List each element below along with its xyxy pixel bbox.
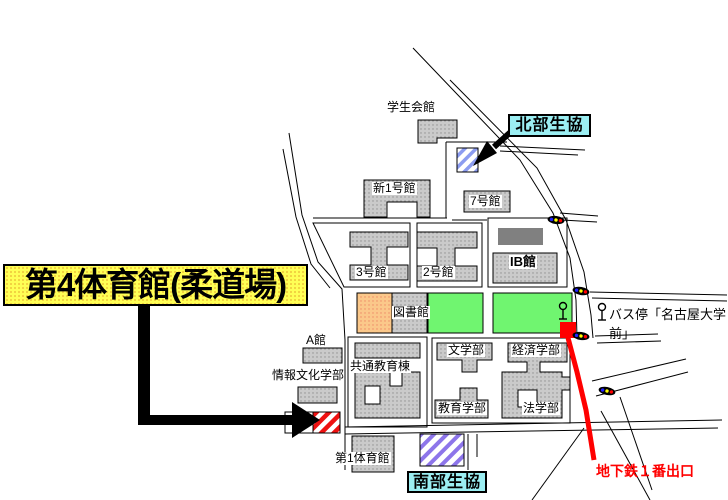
building-kyotsu-kyoiku-lower — [354, 371, 421, 419]
subway-exit-marker — [560, 322, 576, 338]
target-title-label: 第4体育館(柔道場) — [3, 264, 308, 306]
label-no3-kan: 3号館 — [355, 265, 388, 280]
building-south-coop — [419, 433, 465, 467]
building-kyotsu-kyoiku-top — [354, 342, 421, 359]
label-gakusei-kaikan: 学生会館 — [387, 100, 436, 114]
building-dai4-taiikukan-judo — [312, 411, 341, 434]
label-ib-kan: IB館 — [509, 254, 538, 270]
bus-stop-label: バス停「名古屋大学前」 — [609, 307, 727, 341]
building-green-west — [427, 292, 484, 334]
traffic-light-icon — [598, 386, 616, 396]
subway-exit-label: 地下鉄１番出口 — [596, 463, 694, 479]
target-pointer-arrow — [138, 303, 320, 438]
subway-exit-line — [564, 333, 597, 461]
bus-stop-sign-icon — [558, 301, 568, 320]
bus-stop-sign-icon — [597, 302, 607, 321]
label-no2-kan: 2号館 — [422, 265, 455, 280]
label-toshokan: 図書館 — [392, 305, 431, 320]
label-shin-1go-kan: 新1号館 — [372, 181, 417, 196]
traffic-light-icon — [572, 286, 590, 296]
building-toshokan-orange — [356, 292, 393, 334]
label-kyotsu-kyoiku: 共通教育棟 — [349, 359, 412, 374]
building-a-kan — [302, 347, 343, 364]
label-no7-kan: 7号館 — [469, 194, 502, 209]
traffic-light-icon — [572, 331, 590, 341]
building-joho-bunka — [297, 386, 338, 404]
building-ib-annex-dark — [498, 228, 543, 245]
north-coop-label: 北部生協 — [508, 114, 591, 137]
label-bungakubu: 文学部 — [447, 343, 486, 358]
traffic-light-icon — [547, 215, 565, 225]
label-dai1-taiikukan: 第1体育館 — [334, 451, 391, 466]
label-hogakubu: 法学部 — [522, 401, 561, 416]
label-a-kan: A館 — [306, 333, 327, 347]
building-north-coop — [456, 147, 479, 173]
building-green-east — [492, 292, 573, 334]
south-coop-label: 南部生協 — [407, 471, 487, 493]
building-gakusei-kaikan — [417, 119, 458, 144]
label-keizai-gakubu: 経済学部 — [511, 343, 562, 358]
label-joho-bunka: 情報文化学部 — [272, 368, 345, 382]
label-kyoiku-gakubu: 教育学部 — [437, 401, 488, 416]
